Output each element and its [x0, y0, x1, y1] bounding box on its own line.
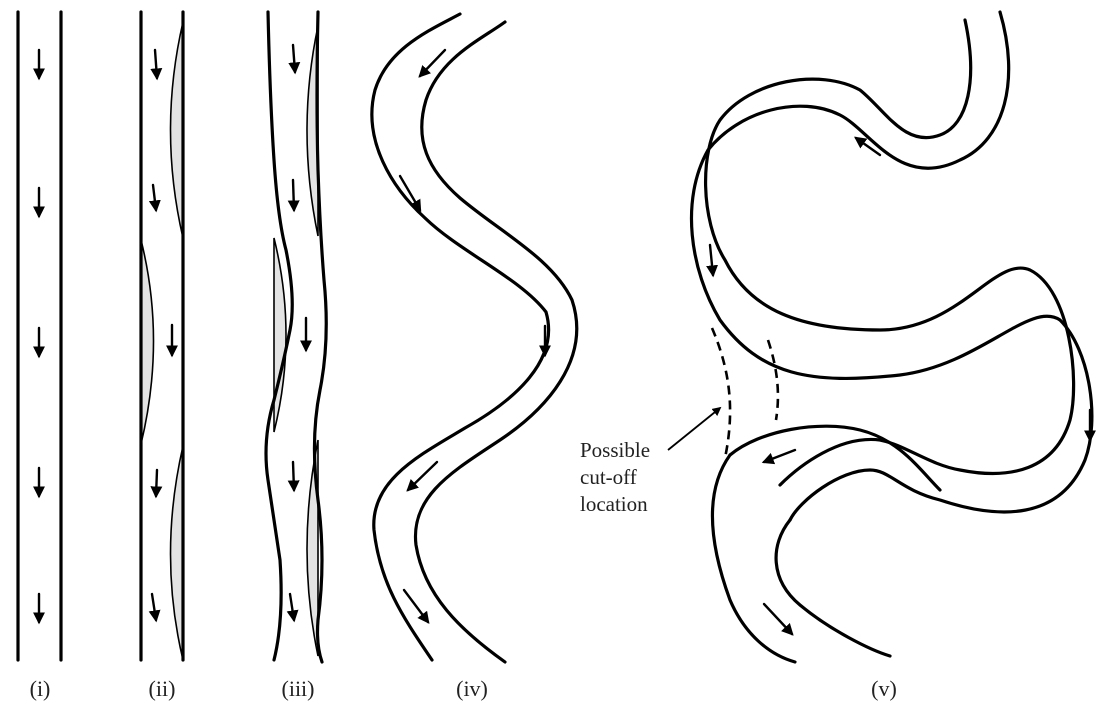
- stage-label-ii: (ii): [149, 676, 176, 702]
- stage-iv-inner-bank: [415, 22, 576, 662]
- stage-ii-flow-arrow: [153, 185, 156, 210]
- stage-iii-flow-arrow: [293, 462, 294, 490]
- stage-v-flow-arrow: [710, 245, 713, 275]
- stage-v-outer-bank-lower: [712, 455, 795, 662]
- stage-ii-flow-arrow: [152, 594, 156, 620]
- cutoff-dashed-line-right: [768, 340, 778, 420]
- stage-iv-flow-arrow: [404, 590, 428, 622]
- stage-v-flow-arrow: [764, 450, 795, 462]
- stage-v-channel: [668, 12, 1092, 662]
- stage-ii-point-bar: [171, 446, 184, 660]
- stage-ii-point-bar: [171, 22, 184, 238]
- stage-ii-channel: [141, 12, 183, 660]
- stage-iii-flow-arrow: [290, 594, 294, 620]
- stage-iv-channel: [372, 14, 577, 662]
- stage-iv-outer-bank: [372, 14, 549, 660]
- stage-v-flow-arrow: [764, 604, 792, 634]
- stage-label-iv: (iv): [456, 676, 488, 702]
- cutoff-annotation-line: cut-off: [580, 464, 650, 491]
- cutoff-annotation-line: location: [580, 491, 650, 518]
- cutoff-annotation: Possible cut-off location: [580, 437, 650, 518]
- stage-iii-flow-arrow: [293, 180, 294, 210]
- stage-ii-point-bar: [141, 240, 154, 444]
- cutoff-annotation-line: Possible: [580, 437, 650, 464]
- stage-label-iii: (iii): [282, 676, 315, 702]
- stage-iii-flow-arrow: [293, 45, 295, 72]
- cutoff-pointer-arrow: [668, 408, 720, 450]
- stage-label-i: (i): [30, 676, 51, 702]
- stage-i-channel: [18, 12, 61, 660]
- stage-iii-channel: [266, 12, 326, 662]
- stage-label-v: (v): [871, 676, 897, 702]
- stage-v-inner-bank-lower: [776, 520, 890, 656]
- cutoff-dashed-line-left: [712, 328, 730, 458]
- stage-v-inner-bank-upper: [706, 20, 1074, 485]
- stage-iv-flow-arrow: [408, 462, 437, 490]
- stage-iii-point-bar: [274, 238, 286, 432]
- stage-ii-flow-arrow: [156, 470, 157, 496]
- stage-ii-flow-arrow: [155, 50, 157, 78]
